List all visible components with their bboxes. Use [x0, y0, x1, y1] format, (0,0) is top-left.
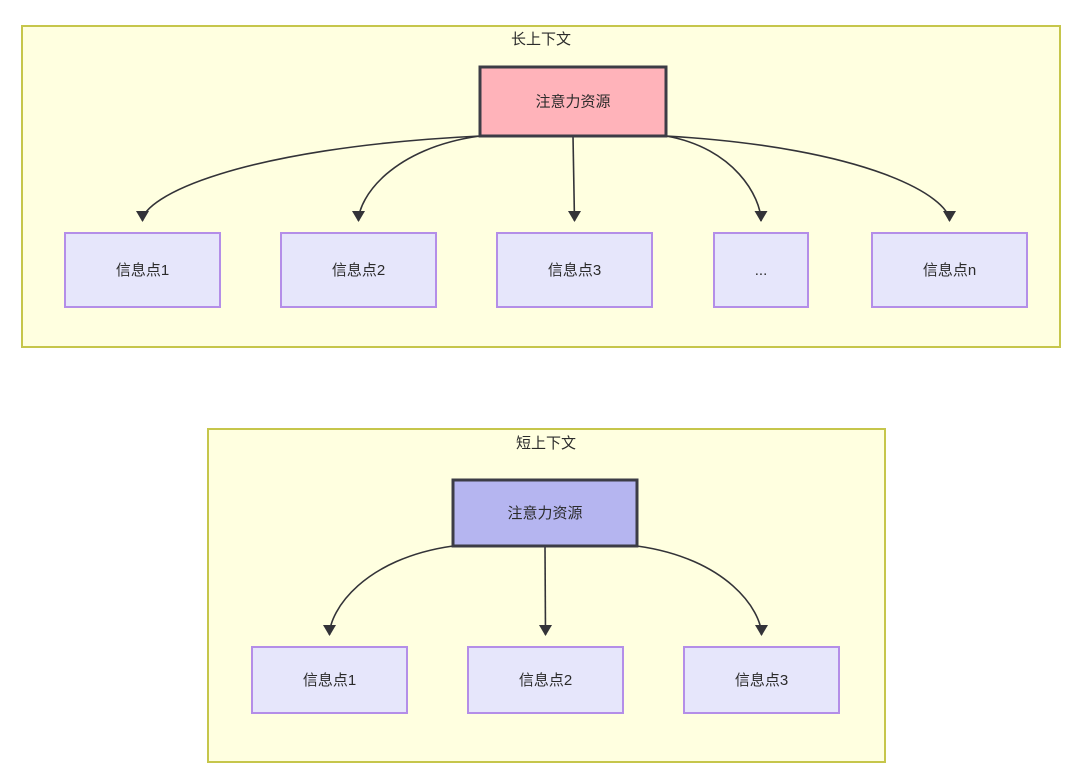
- leaf-node[interactable]: [64, 232, 221, 308]
- root-node-label: 注意力资源: [535, 92, 610, 110]
- arrow-head-icon: [352, 211, 365, 222]
- arrow-head-icon: [323, 625, 336, 636]
- root-node-label: 注意力资源: [507, 504, 582, 522]
- container-title-short-context: 短上下文: [516, 435, 576, 452]
- arrow-head-icon: [568, 211, 581, 222]
- root-node-short-context[interactable]: [451, 478, 639, 548]
- edge-line: [141, 135, 481, 222]
- leaf-node-label: ...: [755, 262, 768, 279]
- edge-long-context-1: [352, 135, 481, 222]
- edge-long-context-3: [665, 135, 768, 222]
- arrow-head-icon: [943, 211, 956, 222]
- leaf-node-label: 信息点2: [332, 262, 385, 279]
- edge-short-context-2: [636, 545, 768, 636]
- leaf-node-label: 信息点1: [303, 672, 356, 689]
- arrow-head-icon: [136, 211, 149, 222]
- leaf-node[interactable]: [713, 232, 809, 308]
- container-title-long-context: 长上下文: [511, 31, 571, 48]
- edge-line: [572, 135, 576, 222]
- leaf-node[interactable]: [280, 232, 437, 308]
- arrow-head-icon: [754, 211, 768, 222]
- leaf-node[interactable]: [496, 232, 653, 308]
- leaf-node[interactable]: [683, 646, 840, 714]
- edge-line: [544, 545, 547, 636]
- leaf-node-label: 信息点1: [116, 262, 169, 279]
- edge-long-context-2: [568, 135, 581, 222]
- leaf-node-label: 信息点3: [735, 672, 788, 689]
- leaf-node[interactable]: [871, 232, 1028, 308]
- edge-short-context-0: [323, 545, 454, 636]
- leaf-node-label: 信息点n: [923, 262, 976, 279]
- leaf-node[interactable]: [251, 646, 408, 714]
- arrow-head-icon: [539, 625, 552, 636]
- edge-short-context-1: [539, 545, 552, 636]
- edge-long-context-4: [665, 135, 956, 222]
- leaf-node-label: 信息点3: [548, 262, 601, 279]
- arrow-head-icon: [755, 625, 768, 636]
- edge-long-context-0: [136, 135, 481, 222]
- root-node-long-context[interactable]: [478, 65, 668, 138]
- edge-line: [665, 135, 951, 222]
- leaf-node[interactable]: [467, 646, 624, 714]
- leaf-node-label: 信息点2: [519, 672, 572, 689]
